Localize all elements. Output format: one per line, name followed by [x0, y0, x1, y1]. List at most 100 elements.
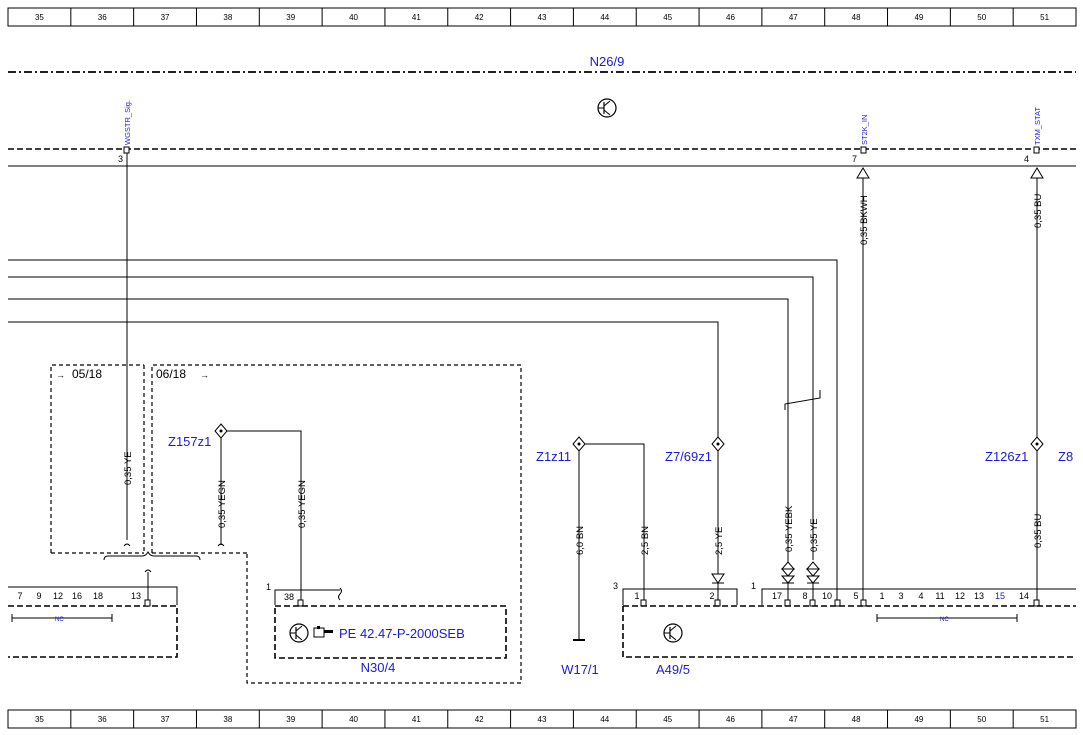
- nc-bracket: [876, 614, 1018, 622]
- hand-pointer-icon: [313, 626, 333, 638]
- pin-number: 17: [772, 591, 782, 601]
- ruler-column-number: 48: [852, 13, 861, 22]
- page-ref: 06/18: [156, 367, 186, 381]
- ruler-column-number: 45: [663, 13, 672, 22]
- page-ref-box-06-18: [151, 364, 522, 684]
- ruler-column-number: 46: [726, 715, 735, 724]
- ruler-column-number: 39: [286, 13, 295, 22]
- wire-label: 0,35 BKWH: [859, 195, 870, 245]
- ruler-column-number: 40: [349, 13, 358, 22]
- arrow-up-icon: [1030, 167, 1044, 179]
- signal-label-wgstr: WGSTR_Sig.: [123, 100, 132, 145]
- splice-icon: [711, 436, 725, 452]
- wire: [8, 259, 838, 600]
- ruler-column-number: 37: [161, 715, 170, 724]
- signal-label-st2k: ST2K_IN: [860, 115, 869, 145]
- ruler-column-number: 36: [98, 13, 107, 22]
- wire: [8, 298, 789, 600]
- splice-label: Z1z11: [536, 449, 571, 464]
- ruler-column-number: 45: [663, 715, 672, 724]
- splice-icon: [214, 423, 228, 439]
- ruler-column-number: 39: [286, 715, 295, 724]
- pin-number: 16: [72, 591, 82, 601]
- arrow-right-icon: →: [56, 370, 65, 380]
- splice-label: Z157z1: [168, 434, 211, 449]
- ruler-column-number: 35: [35, 13, 44, 22]
- pin-number: 4: [1024, 154, 1029, 164]
- nc-label: NC: [55, 617, 64, 623]
- pin-number: 1: [879, 591, 884, 601]
- wire-label: 0,35 YEGN: [217, 480, 228, 528]
- pin-number: 13: [131, 591, 141, 601]
- wire-label: 6,0 BN: [575, 526, 586, 555]
- pin-number: 1: [266, 582, 271, 592]
- transistor-icon: [597, 98, 617, 118]
- wire: [227, 430, 302, 600]
- ruler-column-number: 50: [977, 13, 986, 22]
- ruler-column-number: 43: [538, 715, 547, 724]
- wire-label: 0,35 YE: [123, 451, 134, 485]
- splice-label: Z8: [1058, 449, 1073, 464]
- wire-label: 0,35 YE: [809, 518, 820, 552]
- pin-number: 3: [898, 591, 903, 601]
- pin-number: 18: [93, 591, 103, 601]
- pin-number: 14: [1019, 591, 1029, 601]
- splice-icon: [572, 436, 586, 452]
- pin-number: 7: [17, 591, 22, 601]
- pin-number: 13: [974, 591, 984, 601]
- ruler-column-number: 35: [35, 715, 44, 724]
- ruler-column-number: 44: [600, 13, 609, 22]
- pin-number: 12: [53, 591, 63, 601]
- pin-number: 10: [822, 591, 832, 601]
- transistor-icon: [289, 623, 309, 643]
- transistor-icon: [663, 623, 683, 643]
- pin-number: 11: [935, 591, 944, 601]
- ruler-column-number: 40: [349, 715, 358, 724]
- ruler-column-number: 38: [223, 715, 232, 724]
- pin-number: 4: [918, 591, 923, 601]
- arrow-down-icon: [711, 573, 725, 584]
- component-label-n26-9: N26/9: [590, 54, 625, 69]
- ruler-column-number: 41: [412, 715, 421, 724]
- wire-label: 2,5 YE: [714, 527, 725, 555]
- ruler-column-number: 42: [475, 715, 484, 724]
- ruler-column-number: 46: [726, 13, 735, 22]
- ruler-column-number: 49: [914, 13, 923, 22]
- component-label-n30-4: N30/4: [361, 660, 396, 675]
- double-arrow-icon: [805, 561, 821, 584]
- wire: [8, 276, 814, 395]
- double-arrow-icon: [780, 561, 796, 584]
- ruler-column-number: 37: [161, 13, 170, 22]
- nc-label: NC: [940, 617, 949, 623]
- pin-number: 5: [853, 591, 858, 601]
- twisted-pair-marker: [784, 390, 821, 410]
- nc-bracket: [11, 614, 113, 622]
- pin-number: 3: [613, 581, 618, 591]
- wire-label: 0,35 BU: [1033, 514, 1044, 548]
- ruler-column-number: 50: [977, 715, 986, 724]
- ruler-column-number: 48: [852, 715, 861, 724]
- splice-label: Z7/69z1: [665, 449, 712, 464]
- pe-reference-link[interactable]: PE 42.47-P-2000SEB: [339, 626, 465, 641]
- ruler-column-number: 41: [412, 13, 421, 22]
- splice-label: Z126z1: [985, 449, 1028, 464]
- signal-label-txm: TXM_STAT: [1033, 107, 1042, 145]
- ruler-column-number: 43: [538, 13, 547, 22]
- splice-icon: [1030, 436, 1044, 452]
- wire: [8, 321, 719, 440]
- ruler-column-number: 42: [475, 13, 484, 22]
- pin-number: 1: [634, 591, 639, 601]
- pin-number: 2: [709, 591, 714, 601]
- pin-number: 1: [751, 581, 756, 591]
- pin-number: 3: [118, 154, 123, 164]
- wire-label: 0,35 BU: [1033, 194, 1044, 228]
- ruler-column-number: 44: [600, 715, 609, 724]
- pin-number: 15: [995, 591, 1005, 601]
- component-label-w17-1: W17/1: [561, 662, 599, 677]
